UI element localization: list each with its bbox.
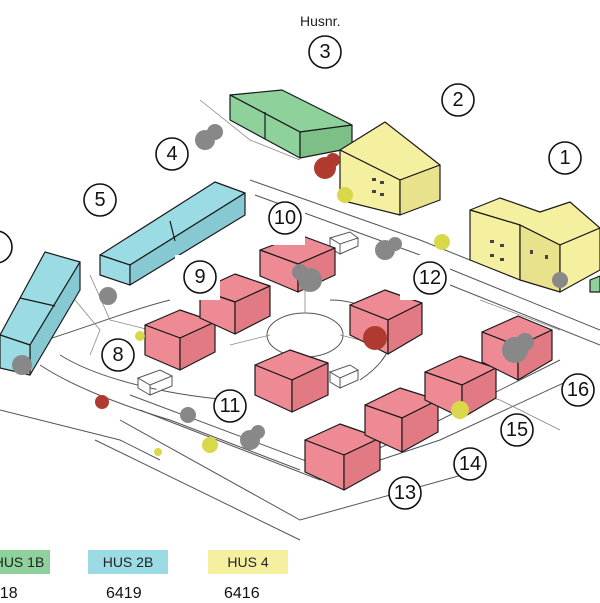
building-2-yellow [339,121,441,216]
building-edge-green [589,275,600,293]
house-number-8: 8 [101,338,135,372]
red-buildings [144,234,553,491]
svg-text:8: 8 [112,344,123,366]
house-number-12: 12 [413,261,447,295]
outbuildings [136,231,360,396]
house-number-15: 15 [500,413,534,447]
svg-text:15: 15 [506,419,528,441]
map-heading: Husnr. [300,13,341,29]
house-number-9: 9 [183,260,217,294]
legend-label: HUS 4 [227,554,269,570]
legend-label: HUS 2B [102,554,154,570]
svg-text:4: 4 [166,143,177,165]
house-number-4: 4 [155,137,189,171]
legend-value: 6418 [0,585,18,602]
legend-hus-2b: HUS 2B [88,550,168,574]
svg-text:13: 13 [394,482,416,504]
svg-text:3: 3 [319,41,330,63]
svg-text:5: 5 [94,189,105,211]
svg-text:9: 9 [194,266,205,288]
legend-label: HUS 1B [0,554,45,570]
building-3-green [229,89,353,159]
house-number-markers: 3 2 1 4 5 8 9 10 11 12 13 14 15 16 [0,35,595,510]
svg-text:14: 14 [459,453,481,475]
svg-text:10: 10 [274,207,296,229]
svg-text:2: 2 [452,89,463,111]
house-number-5: 5 [83,183,117,217]
house-number-16: 16 [561,373,595,407]
legend-hus-4: HUS 4 [208,550,288,574]
legend-value: 6419 [106,585,142,602]
svg-text:11: 11 [220,395,241,417]
legend-value: 6416 [224,585,260,602]
house-number-2: 2 [441,83,475,117]
house-number-6-partial [0,230,13,264]
svg-text:16: 16 [567,379,589,401]
legend-hus-1b: HUS 1B [0,550,50,574]
trees [12,124,568,456]
house-number-14: 14 [453,447,487,481]
building-1-yellow [469,197,600,293]
svg-text:1: 1 [559,147,570,169]
building-6-blue [0,251,81,376]
svg-text:12: 12 [419,267,441,289]
house-number-11: 11 [213,389,247,423]
house-number-13: 13 [388,476,422,510]
building-5-blue [99,181,246,286]
house-number-1: 1 [548,141,582,175]
house-number-3: 3 [308,35,342,69]
house-number-10: 10 [268,201,302,235]
